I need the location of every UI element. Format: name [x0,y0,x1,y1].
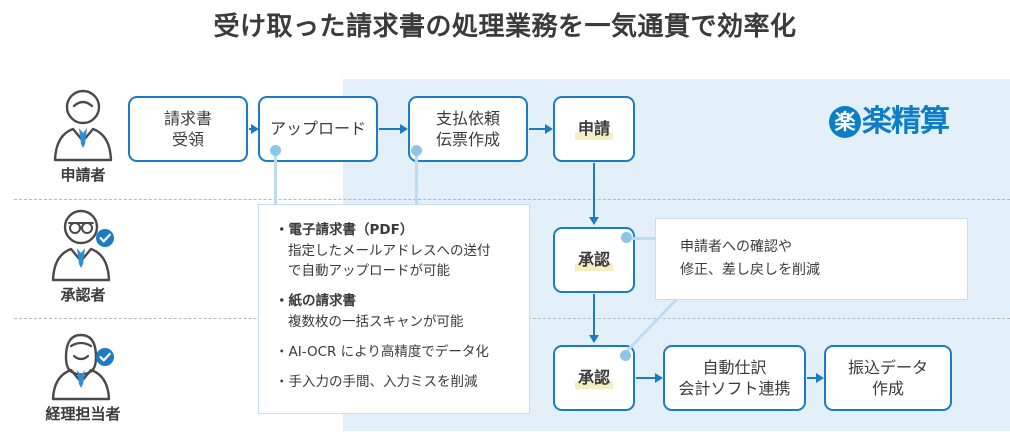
node-apply[interactable]: 申請 [553,96,635,162]
node-label: 承認 [574,249,613,271]
node-transfer-data[interactable]: 振込データ 作成 [824,345,952,411]
node-label: 承認 [574,367,613,389]
node-payment-request-slip[interactable]: 支払依頼 伝票作成 [408,96,528,162]
node-label: アップロード [269,119,366,139]
node-label: 請求書 受領 [163,108,212,149]
connector-slip-to-features [415,150,418,205]
arrow-apply-to-approve [587,163,601,225]
callout-upload-features: ・電子請求書（PDF） 指定したメールアドレスへの送付 で自動アップロードが可能… [258,204,530,414]
node-label: 支払依頼 伝票作成 [435,108,500,149]
connector-dot-approve-accountant [620,350,631,361]
node-label: 自動仕訳 会計ソフト連携 [678,357,791,398]
logo-wordmark: 楽精算 [862,104,950,139]
verified-badge-icon [96,229,114,247]
feature-item: ・紙の請求書 複数枚の一括スキャンが可能 [275,292,529,332]
feature-item: ・電子請求書（PDF） 指定したメールアドレスへの送付 で自動アップロードが可能 [275,221,529,281]
arrow-receipt-to-upload [249,122,259,136]
persona-applicant: 申請者 [8,88,158,185]
node-label: 申請 [574,118,613,140]
node-auto-journal[interactable]: 自動仕訳 会計ソフト連携 [663,345,806,411]
feature-head: ・電子請求書（PDF） [275,222,414,238]
connector-dot-approve-approver [621,232,632,243]
persona-label: 承認者 [60,286,106,304]
arrow-upload-to-slip [379,122,408,136]
node-label: 振込データ 作成 [847,357,928,398]
arrow-slip-to-apply [529,122,553,136]
feature-sub: 複数枚の一括スキャンが可能 [288,313,464,330]
feature-head: ・手入力の手間、入力ミスを削減 [275,374,478,391]
persona-label: 申請者 [60,166,106,184]
arrow-journal-to-transfer [807,371,824,385]
arrow-approve-to-approve [587,294,601,343]
row-divider-applicant-approver [14,199,1010,200]
feature-head: ・AI-OCR により高精度でデータ化 [275,343,489,360]
page-title: 受け取った請求書の処理業務を一気通貫で効率化 [213,12,797,42]
callout-approval-benefit: 申請者への確認や 修正、差し戻しを削減 [655,218,968,300]
persona-label: 経理担当者 [45,405,121,423]
connector-upload-to-features [274,150,277,205]
person-glasses-icon [8,208,158,282]
connector-approve-to-note [628,237,656,240]
note-text: 申請者への確認や 修正、差し戻しを削減 [680,239,820,278]
person-plain-icon [8,88,158,162]
feature-sub: で自動アップロードが可能 [288,262,450,279]
person-long-hair-icon [8,327,158,401]
feature-sub: 指定したメールアドレスへの送付 [288,242,491,259]
persona-accountant: 経理担当者 [8,327,158,424]
product-logo: 楽 楽精算 [829,104,950,139]
connector-approve-accountant-to-note [624,298,678,354]
connector-dot-upload [270,145,281,156]
node-invoice-receipt[interactable]: 請求書 受領 [128,96,248,162]
node-approve-approver[interactable]: 承認 [553,227,635,293]
feature-item: ・手入力の手間、入力ミスを削減 [275,373,529,393]
verified-badge-icon [96,348,114,366]
logo-mark-icon: 楽 [829,106,861,138]
feature-item: ・AI-OCR により高精度でデータ化 [275,343,529,363]
feature-head: ・紙の請求書 [275,293,356,310]
persona-approver: 承認者 [8,208,158,305]
arrow-approve-to-journal [636,371,663,385]
connector-dot-slip [411,145,422,156]
